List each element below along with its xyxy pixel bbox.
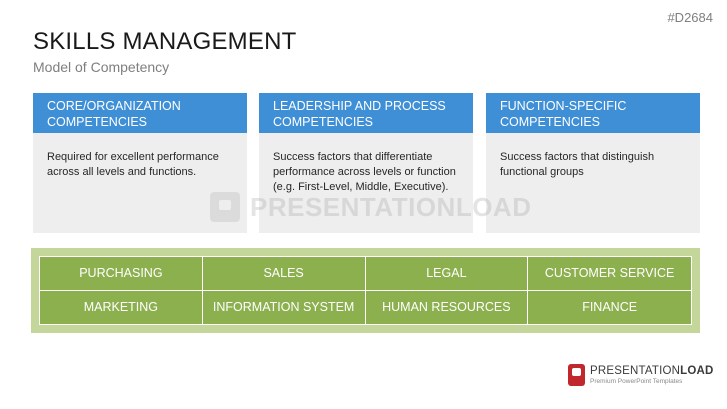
function-cell-customer-service: CUSTOMER SERVICE (528, 257, 691, 291)
function-cell-purchasing: PURCHASING (40, 257, 203, 291)
watermark-text: PRESENTATIONLOAD (250, 191, 532, 222)
function-cell-finance: FINANCE (528, 290, 691, 324)
functions-grid: PURCHASING SALES LEGAL CUSTOMER SERVICE … (39, 256, 692, 325)
presentationload-logo: PRESENTATIONLOAD Premium PowerPoint Temp… (568, 364, 714, 386)
watermark: PRESENTATIONLOAD (210, 190, 531, 224)
slide-code: #D2684 (667, 10, 713, 25)
functions-panel: PURCHASING SALES LEGAL CUSTOMER SERVICE … (31, 248, 700, 333)
card-function-specific-competencies: FUNCTION-SPECIFIC COMPETENCIES Success f… (486, 93, 700, 233)
card-leadership-competencies: LEADERSHIP AND PROCESS COMPETENCIES Succ… (259, 93, 473, 233)
function-cell-sales: SALES (202, 257, 366, 291)
card-body: Success factors that differentiate perfo… (273, 151, 456, 193)
card-header: FUNCTION-SPECIFIC COMPETENCIES (486, 93, 700, 133)
logo-brand-plain: PRESENTATION (590, 365, 681, 377)
card-body: Success factors that distinguish functio… (500, 151, 655, 178)
card-header: CORE/ORGANIZATION COMPETENCIES (33, 93, 247, 133)
card-core-competencies: CORE/ORGANIZATION COMPETENCIES Required … (33, 93, 247, 233)
presentationload-logo-icon (210, 192, 240, 222)
function-cell-human-resources: HUMAN RESOURCES (365, 290, 529, 324)
logo-brand: PRESENTATIONLOAD (590, 365, 714, 377)
slide-subtitle: Model of Competency (33, 59, 170, 75)
card-header: LEADERSHIP AND PROCESS COMPETENCIES (259, 93, 473, 133)
function-cell-marketing: MARKETING (40, 290, 203, 324)
card-body: Required for excellent performance acros… (47, 151, 219, 178)
logo-brand-bold: LOAD (680, 365, 714, 377)
presentationload-logo-icon (568, 364, 585, 386)
function-cell-legal: LEGAL (365, 257, 529, 291)
slide-title: SKILLS MANAGEMENT (33, 28, 297, 55)
function-cell-information-system: INFORMATION SYSTEM (202, 290, 366, 324)
logo-tagline: Premium PowerPoint Templates (590, 378, 683, 385)
